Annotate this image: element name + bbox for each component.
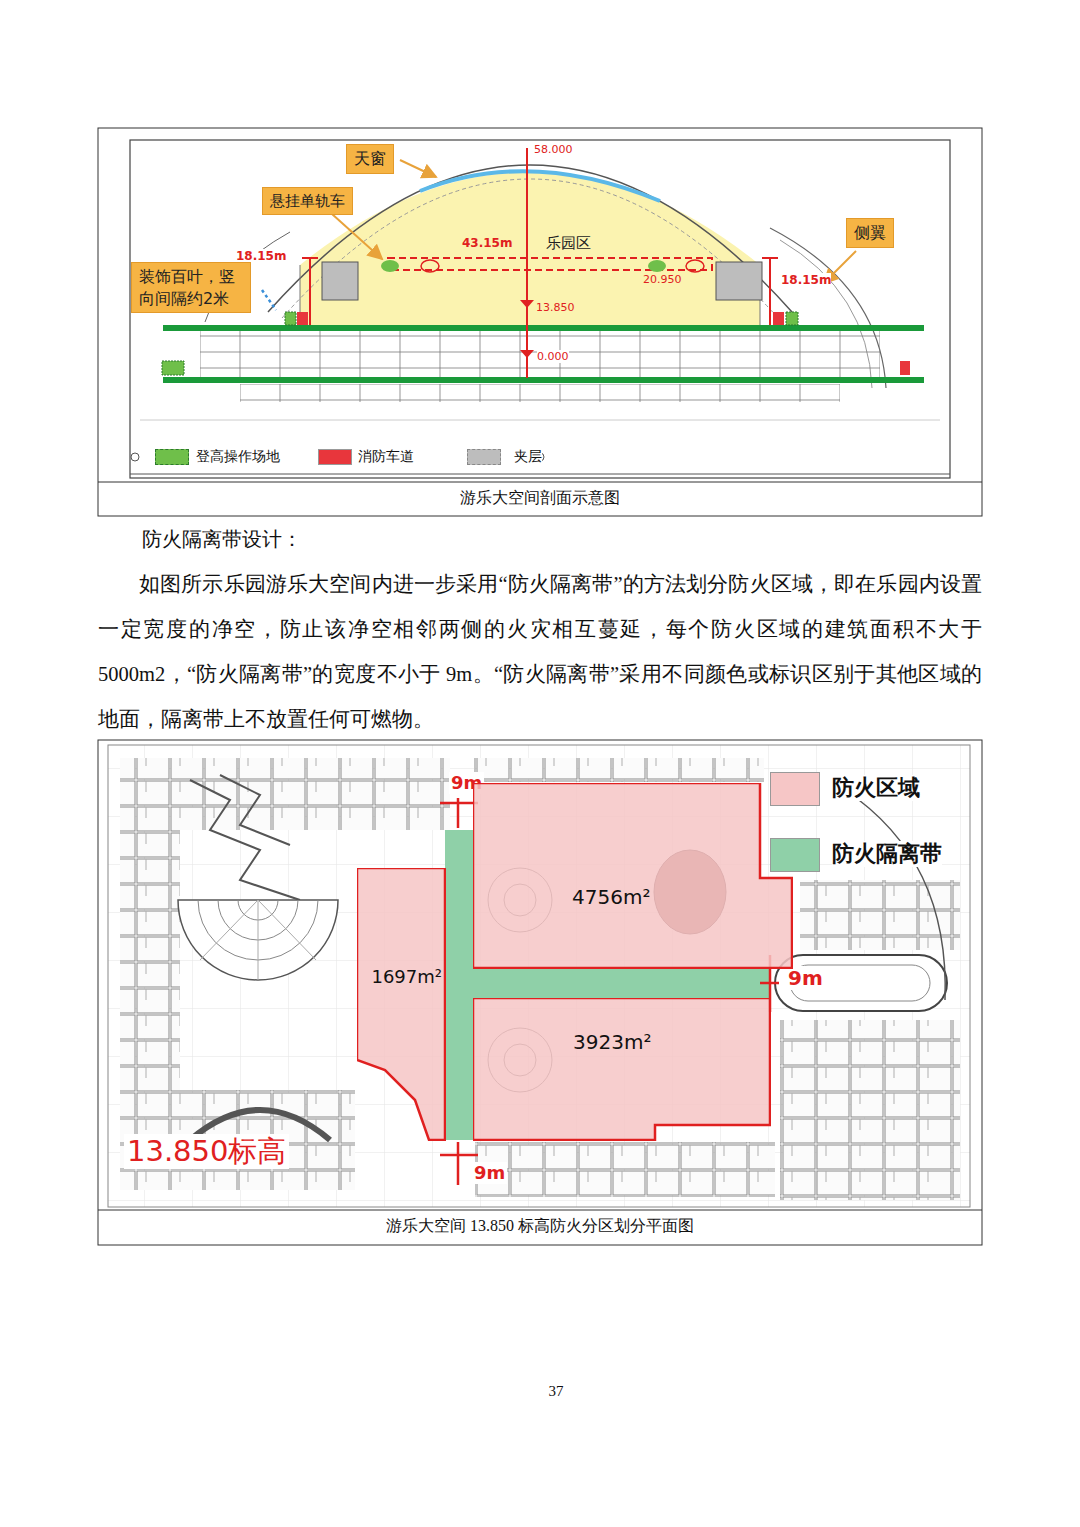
- section-heading: 防火隔离带设计：: [142, 527, 302, 551]
- page-number: 37: [530, 1382, 582, 1400]
- callout-text: 天窗: [354, 148, 386, 170]
- fire-zone: 1697m²: [357, 868, 446, 1141]
- zone-outline: [473, 783, 793, 969]
- zone-area-text: 1697m²: [371, 966, 442, 987]
- legend-swatch: [318, 449, 352, 465]
- legend-text: 防火区域: [832, 775, 920, 801]
- callout-box: 侧翼: [846, 218, 894, 248]
- fire-zone: 3923m²: [473, 998, 771, 1141]
- callout-box: 装饰百叶，竖向间隔约2米: [131, 262, 251, 313]
- legend-swatch: [770, 772, 820, 806]
- zone-area-text: 3923m²: [573, 1030, 651, 1054]
- zone-name: 乐园区: [546, 234, 591, 252]
- callout-text: 侧翼: [854, 222, 886, 244]
- section-drawing: [130, 148, 950, 474]
- elevation-mark: 58.000: [534, 143, 573, 156]
- zone-outline: [473, 998, 771, 1141]
- legend-text: 防火隔离带: [832, 841, 942, 867]
- zone-outline: [357, 868, 446, 1141]
- figure-caption: 游乐大空间剖面示意图: [98, 488, 982, 507]
- callout-text: 装饰百叶，竖向间隔约2米: [139, 266, 243, 309]
- dimension-label: 9m: [472, 1162, 507, 1184]
- legend-swatch: [770, 838, 820, 872]
- callout-text: 悬挂单轨车: [270, 191, 345, 211]
- callout-box: 天窗: [346, 144, 394, 174]
- callout-box: 悬挂单轨车: [262, 187, 353, 215]
- legend-swatch: [467, 449, 501, 465]
- legend-text: 夹层: [514, 448, 542, 465]
- elevation-mark: 20.950: [643, 273, 682, 286]
- figure-caption: 游乐大空间 13.850 标高防火分区划分平面图: [98, 1216, 982, 1235]
- legend-text: 登高操作场地: [196, 448, 280, 465]
- dimension-label: 9m: [786, 966, 825, 990]
- legend-swatch: [155, 449, 189, 465]
- figure-frame: [98, 128, 982, 516]
- elevation-title: 13.850标高: [124, 1134, 289, 1169]
- zone-area-text: 4756m²: [572, 885, 650, 909]
- elevation-mark: 13.850: [536, 301, 575, 314]
- floor-plan-drawing: [108, 745, 970, 1207]
- body-paragraph: 如图所示乐园游乐大空间内进一步采用“防火隔离带”的方法划分防火区域，即在乐园内设…: [98, 562, 982, 742]
- elevation-mark: 0.000: [537, 350, 569, 363]
- dimension-label: 43.15m: [462, 236, 512, 250]
- fire-zone: 4756m²: [473, 783, 793, 969]
- legend-text: 消防车道: [358, 448, 414, 465]
- dimension-label: 18.15m: [781, 273, 831, 287]
